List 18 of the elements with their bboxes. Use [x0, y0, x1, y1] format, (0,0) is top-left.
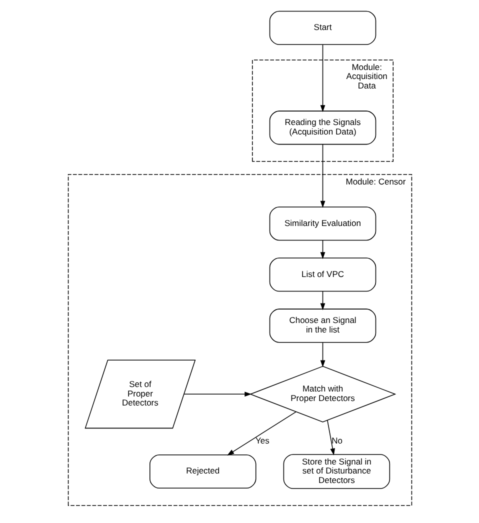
arrow	[320, 342, 325, 368]
edge-label: No	[331, 436, 342, 446]
node-box: Store the Signal in set of Disturbance Detectors	[282, 454, 390, 489]
node-box: Start	[268, 10, 376, 45]
node-box: Choose an Signal in the list	[268, 308, 376, 343]
arrow	[326, 420, 335, 456]
arrow	[320, 240, 325, 260]
node-box: Reading the Signals (Acquisition Data)	[268, 110, 376, 145]
arrow	[320, 290, 325, 310]
node-box: Rejected	[149, 454, 256, 489]
edge-label: Yes	[254, 436, 269, 446]
node-box: Similarity Evaluation	[268, 206, 376, 241]
arrow	[183, 392, 252, 397]
arrow	[226, 412, 296, 456]
node-diamond: Match with Proper Detectors	[248, 366, 396, 422]
arrow	[320, 144, 325, 208]
node-box: List of VPC	[268, 258, 376, 292]
arrow	[320, 44, 325, 112]
